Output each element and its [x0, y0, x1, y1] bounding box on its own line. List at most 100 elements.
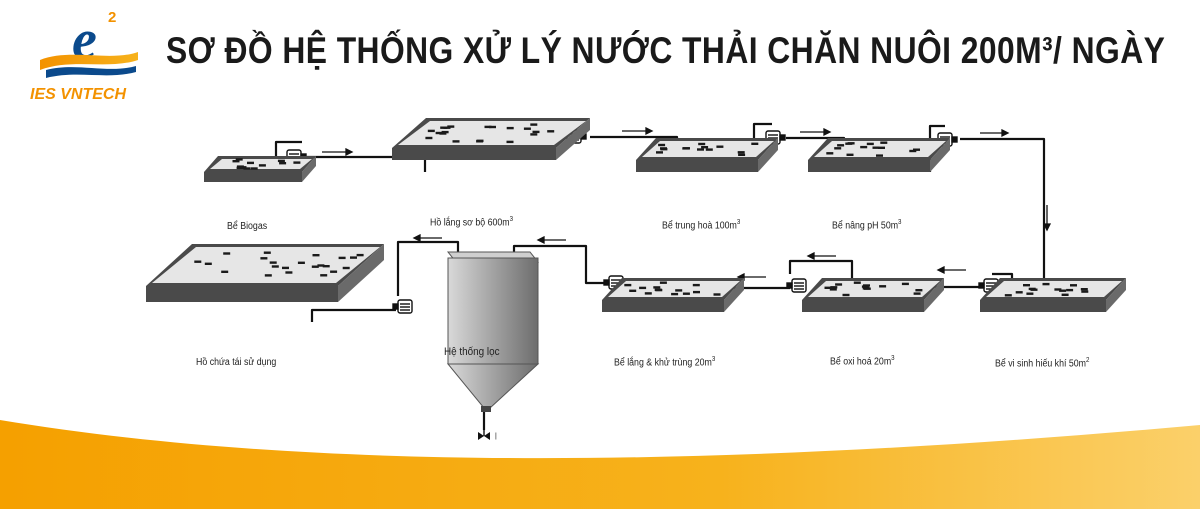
- sludge-mark: [311, 265, 319, 268]
- sludge-mark: [330, 270, 338, 273]
- sludge-mark: [447, 125, 455, 128]
- sludge-mark: [427, 129, 435, 133]
- sludge-mark: [350, 256, 357, 259]
- sludge-mark: [476, 139, 484, 142]
- sludge-mark: [860, 145, 868, 149]
- sludge-mark: [317, 264, 325, 267]
- sludge-mark: [847, 142, 855, 145]
- sludge-mark: [530, 133, 538, 136]
- sludge-mark: [1081, 290, 1089, 293]
- company-logo: e 2: [40, 9, 138, 78]
- label-ph-raise: Bể nâng pH 50m3: [832, 219, 902, 232]
- bottom-decor-band: [0, 420, 1200, 509]
- sludge-mark: [250, 167, 258, 170]
- sludge-mark: [1023, 284, 1030, 287]
- sludge-mark: [1061, 293, 1069, 296]
- tank-equalize: [636, 138, 778, 172]
- tank-ph-raise: [808, 138, 950, 172]
- sludge-mark: [204, 262, 212, 265]
- label-biogas: Bể Biogas: [227, 221, 268, 232]
- sludge-mark: [835, 283, 843, 286]
- sludge-mark: [846, 153, 854, 156]
- tank-aerobic: [980, 278, 1126, 312]
- sludge-mark: [452, 140, 460, 143]
- sludge-mark: [221, 270, 229, 273]
- diagram-title: SƠ ĐỒ HỆ THỐNG XỬ LÝ NƯỚC THẢI CHĂN NUÔI…: [166, 30, 1166, 71]
- sludge-mark: [279, 162, 287, 165]
- sludge-mark: [523, 127, 531, 130]
- sludge-mark: [879, 285, 887, 288]
- sludge-mark: [297, 261, 305, 264]
- label-equalize: Bể trung hoà 100m3: [662, 219, 741, 232]
- sludge-mark: [698, 142, 706, 146]
- sludge-mark: [356, 253, 364, 257]
- sludge-mark: [863, 287, 871, 290]
- sludge-mark: [738, 153, 746, 156]
- sludge-mark: [826, 152, 834, 155]
- sludge-mark: [338, 256, 346, 260]
- sludge-mark: [654, 288, 662, 291]
- sludge-mark: [484, 125, 492, 129]
- sludge-mark: [837, 144, 845, 147]
- sludge-mark: [834, 147, 842, 150]
- tank-pre-settle: [392, 118, 590, 160]
- sludge-mark: [829, 288, 837, 291]
- sludge-mark: [656, 151, 663, 154]
- sludge-mark: [506, 126, 514, 130]
- label-pre-settle: Hồ lắng sơ bộ 600m3: [430, 216, 514, 229]
- label-aerobic: Bể vi sinh hiếu khí 50m2: [995, 357, 1090, 370]
- sludge-mark: [693, 290, 700, 294]
- sludge-mark: [260, 257, 268, 260]
- sludge-mark: [1042, 282, 1050, 286]
- tank-reuse: [146, 244, 384, 302]
- sludge-mark: [320, 274, 328, 277]
- sludge-mark: [653, 286, 661, 289]
- sludge-mark: [876, 154, 883, 157]
- sludge-mark: [909, 149, 917, 153]
- sludge-mark: [866, 142, 874, 146]
- sludge-mark: [258, 164, 266, 167]
- sludge-mark: [530, 123, 538, 126]
- sludge-mark: [915, 289, 923, 292]
- tank-biogas: [204, 156, 316, 182]
- sludge-mark: [683, 147, 690, 150]
- sludge-mark: [435, 131, 443, 135]
- sludge-mark: [236, 165, 244, 168]
- tank-settle-disinfect: [602, 278, 744, 312]
- sludge-mark: [232, 160, 240, 163]
- sludge-mark: [277, 159, 285, 163]
- sludge-mark: [506, 140, 514, 144]
- tank-oxidize: [802, 278, 944, 312]
- sludge-mark: [842, 293, 850, 297]
- sludge-mark: [713, 293, 721, 296]
- sludge-mark: [1070, 284, 1077, 287]
- sludge-mark: [697, 148, 704, 151]
- label-settle-disinfect: Bể lắng & khử trùng 20m3: [614, 356, 716, 369]
- svg-text:2: 2: [108, 9, 116, 26]
- sludge-mark: [660, 148, 668, 151]
- sludge-mark: [293, 161, 301, 164]
- sludge-mark: [1026, 292, 1034, 295]
- sludge-mark: [269, 261, 277, 264]
- sludge-mark: [247, 161, 254, 165]
- sludge-mark: [1080, 288, 1088, 291]
- sludge-mark: [1004, 294, 1012, 297]
- sludge-mark: [682, 292, 690, 295]
- sludge-mark: [878, 146, 885, 149]
- sludge-mark: [671, 292, 679, 296]
- sludge-mark: [675, 289, 683, 292]
- sludge-mark: [532, 130, 540, 134]
- sludge-mark: [639, 286, 647, 290]
- label-oxidize: Bể oxi hoá 20m3: [830, 355, 895, 368]
- sludge-mark: [489, 125, 496, 129]
- label-filter: Hệ thống lọc: [444, 346, 500, 358]
- sludge-mark: [830, 286, 838, 289]
- sludge-mark: [439, 132, 447, 135]
- sludge-mark: [863, 284, 870, 287]
- sludge-mark: [441, 130, 449, 134]
- svg-text:|: |: [495, 433, 497, 440]
- sludge-mark: [629, 289, 637, 292]
- sludge-mark: [824, 286, 832, 289]
